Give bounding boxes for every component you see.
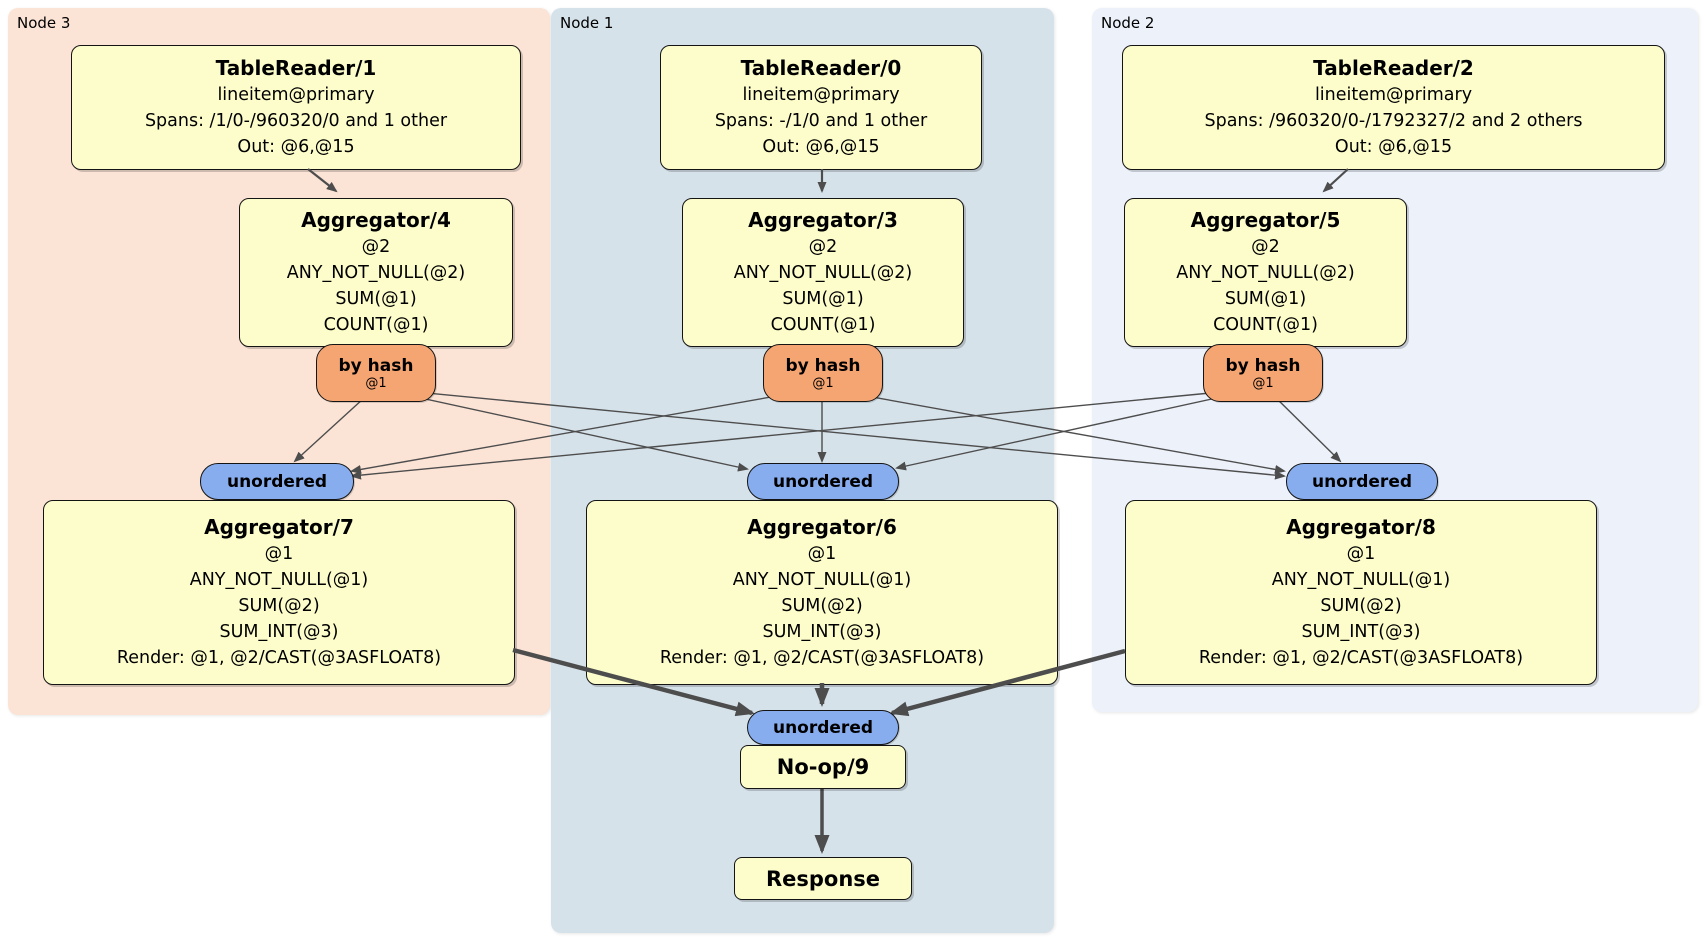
- processor-detail: COUNT(@1): [323, 315, 429, 335]
- router-by-hash-agg5: by hash @1: [1203, 344, 1323, 402]
- processor-detail: SUM(@1): [335, 289, 417, 309]
- processor-detail: SUM(@2): [781, 596, 863, 616]
- processor-title: Aggregator/8: [1286, 515, 1436, 539]
- processor-detail: Spans: /960320/0-/1792327/2 and 2 others: [1204, 111, 1583, 131]
- processor-aggregator-5: Aggregator/5 @2 ANY_NOT_NULL(@2) SUM(@1)…: [1124, 198, 1407, 347]
- processor-title: TableReader/0: [740, 56, 902, 80]
- processor-aggregator-8: Aggregator/8 @1 ANY_NOT_NULL(@1) SUM(@2)…: [1125, 500, 1597, 685]
- processor-title: Aggregator/6: [747, 515, 897, 539]
- processor-detail: Render: @1, @2/CAST(@3ASFLOAT8): [1198, 648, 1524, 668]
- processor-aggregator-4: Aggregator/4 @2 ANY_NOT_NULL(@2) SUM(@1)…: [239, 198, 513, 347]
- router-tag: @1: [365, 375, 387, 391]
- processor-detail: Out: @6,@15: [237, 137, 355, 157]
- processor-aggregator-3: Aggregator/3 @2 ANY_NOT_NULL(@2) SUM(@1)…: [682, 198, 964, 347]
- processor-detail: @2: [808, 237, 838, 257]
- processor-detail: COUNT(@1): [770, 315, 876, 335]
- processor-detail: SUM(@2): [238, 596, 320, 616]
- region-node2-label: Node 2: [1101, 14, 1155, 32]
- processor-title: TableReader/2: [1313, 56, 1474, 80]
- processor-detail: SUM(@1): [782, 289, 864, 309]
- processor-tablereader-2: TableReader/2 lineitem@primary Spans: /9…: [1122, 45, 1665, 170]
- stream-unordered-agg6: unordered: [747, 463, 899, 500]
- processor-detail: ANY_NOT_NULL(@1): [189, 570, 369, 590]
- processor-detail: ANY_NOT_NULL(@2): [733, 263, 913, 283]
- processor-detail: SUM_INT(@3): [762, 622, 882, 642]
- router-label: by hash: [338, 355, 414, 376]
- processor-detail: @1: [807, 544, 837, 564]
- processor-detail: lineitem@primary: [1314, 85, 1473, 105]
- processor-detail: Out: @6,@15: [1334, 137, 1453, 157]
- processor-detail: ANY_NOT_NULL(@1): [1271, 570, 1451, 590]
- processor-title: Aggregator/7: [204, 515, 354, 539]
- processor-noop-9: No-op/9: [740, 745, 906, 789]
- processor-detail: COUNT(@1): [1213, 315, 1318, 335]
- processor-title: TableReader/1: [215, 56, 377, 80]
- router-label: by hash: [1225, 355, 1301, 376]
- processor-detail: ANY_NOT_NULL(@1): [732, 570, 912, 590]
- stream-unordered-agg7: unordered: [200, 463, 354, 500]
- router-label: by hash: [785, 355, 861, 376]
- processor-detail: @2: [1251, 237, 1280, 257]
- processor-detail: Render: @1, @2/CAST(@3ASFLOAT8): [659, 648, 985, 668]
- processor-title: Aggregator/3: [748, 208, 898, 232]
- processor-detail: Out: @6,@15: [762, 137, 880, 157]
- region-node1-label: Node 1: [560, 14, 614, 32]
- processor-detail: @2: [361, 237, 391, 257]
- router-tag: @1: [1252, 375, 1274, 391]
- region-node3-label: Node 3: [17, 14, 71, 32]
- processor-aggregator-6: Aggregator/6 @1 ANY_NOT_NULL(@1) SUM(@2)…: [586, 500, 1058, 685]
- processor-response: Response: [734, 857, 912, 900]
- router-tag: @1: [812, 375, 834, 391]
- stream-unordered-noop: unordered: [747, 710, 899, 745]
- router-by-hash-agg4: by hash @1: [316, 344, 436, 402]
- processor-detail: SUM_INT(@3): [1301, 622, 1421, 642]
- processor-detail: Render: @1, @2/CAST(@3ASFLOAT8): [116, 648, 442, 668]
- processor-detail: ANY_NOT_NULL(@2): [1176, 263, 1355, 283]
- processor-detail: ANY_NOT_NULL(@2): [286, 263, 466, 283]
- processor-detail: SUM_INT(@3): [219, 622, 339, 642]
- processor-detail: @1: [264, 544, 294, 564]
- processor-detail: Spans: -/1/0 and 1 other: [714, 111, 928, 131]
- processor-detail: lineitem@primary: [217, 85, 375, 105]
- processor-title: Aggregator/4: [301, 208, 451, 232]
- processor-detail: lineitem@primary: [742, 85, 900, 105]
- processor-detail: SUM(@1): [1224, 289, 1307, 309]
- processor-aggregator-7: Aggregator/7 @1 ANY_NOT_NULL(@1) SUM(@2)…: [43, 500, 515, 685]
- processor-detail: Spans: /1/0-/960320/0 and 1 other: [144, 111, 448, 131]
- processor-detail: SUM(@2): [1320, 596, 1402, 616]
- processor-title: Aggregator/5: [1190, 208, 1341, 232]
- processor-tablereader-1: TableReader/1 lineitem@primary Spans: /1…: [71, 45, 521, 170]
- router-by-hash-agg3: by hash @1: [763, 344, 883, 402]
- processor-detail: @1: [1346, 544, 1376, 564]
- processor-tablereader-0: TableReader/0 lineitem@primary Spans: -/…: [660, 45, 982, 170]
- stream-unordered-agg8: unordered: [1286, 463, 1438, 500]
